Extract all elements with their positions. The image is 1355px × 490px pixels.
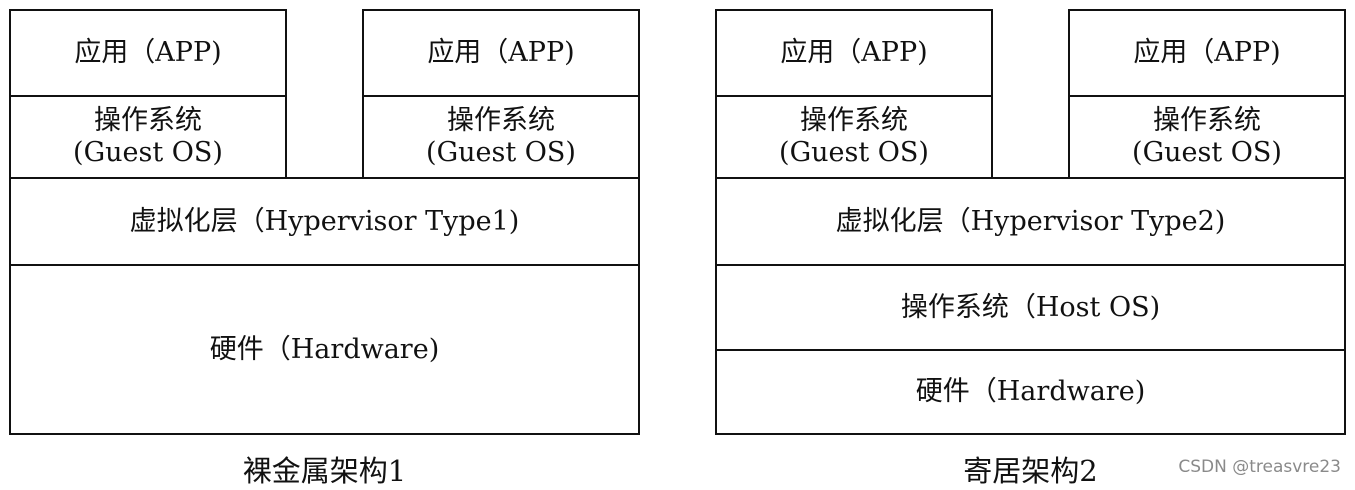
right-guest-os-box-1: 操作系统 (Guest OS) bbox=[715, 95, 993, 179]
right-app-box-1: 应用（APP) bbox=[715, 9, 993, 97]
left-hardware-label: 硬件（Hardware) bbox=[209, 333, 440, 365]
right-host-os-label: 操作系统（Host OS) bbox=[900, 291, 1161, 323]
right-guest-os-label-2: 操作系统 bbox=[1153, 105, 1261, 136]
left-hypervisor-label: 虚拟化层（Hypervisor Type1) bbox=[129, 205, 520, 237]
right-hypervisor-box: 虚拟化层（Hypervisor Type2) bbox=[715, 177, 1346, 266]
right-app-label-1: 应用（APP) bbox=[780, 37, 928, 68]
right-host-os-box: 操作系统（Host OS) bbox=[715, 264, 1346, 351]
left-guest-os-box-2: 操作系统 (Guest OS) bbox=[362, 95, 640, 179]
left-guest-os-sublabel-2: (Guest OS) bbox=[426, 137, 576, 168]
left-guest-os-box-1: 操作系统 (Guest OS) bbox=[9, 95, 287, 179]
left-hypervisor-box: 虚拟化层（Hypervisor Type1) bbox=[9, 177, 640, 266]
right-guest-os-sublabel-1: (Guest OS) bbox=[779, 137, 929, 168]
left-hardware-box: 硬件（Hardware) bbox=[9, 264, 640, 435]
left-app-box-2: 应用（APP) bbox=[362, 9, 640, 97]
right-app-box-2: 应用（APP) bbox=[1068, 9, 1346, 97]
left-app-label-1: 应用（APP) bbox=[74, 37, 222, 68]
left-guest-os-sublabel-1: (Guest OS) bbox=[73, 137, 223, 168]
right-guest-os-sublabel-2: (Guest OS) bbox=[1132, 137, 1282, 168]
right-hardware-box: 硬件（Hardware) bbox=[715, 349, 1346, 435]
right-guest-os-box-2: 操作系统 (Guest OS) bbox=[1068, 95, 1346, 179]
left-guest-os-label-2: 操作系统 bbox=[447, 105, 555, 136]
right-hypervisor-label: 虚拟化层（Hypervisor Type2) bbox=[835, 205, 1226, 237]
right-guest-os-label-1: 操作系统 bbox=[800, 105, 908, 136]
right-hardware-label: 硬件（Hardware) bbox=[915, 376, 1146, 407]
watermark: CSDN @treasvre23 bbox=[1178, 457, 1341, 477]
left-app-box-1: 应用（APP) bbox=[9, 9, 287, 97]
left-caption: 裸金属架构1 bbox=[242, 454, 407, 488]
left-guest-os-label-1: 操作系统 bbox=[94, 105, 202, 136]
right-caption: 寄居架构2 bbox=[963, 454, 1098, 488]
right-app-label-2: 应用（APP) bbox=[1133, 37, 1281, 68]
left-app-label-2: 应用（APP) bbox=[427, 37, 575, 68]
